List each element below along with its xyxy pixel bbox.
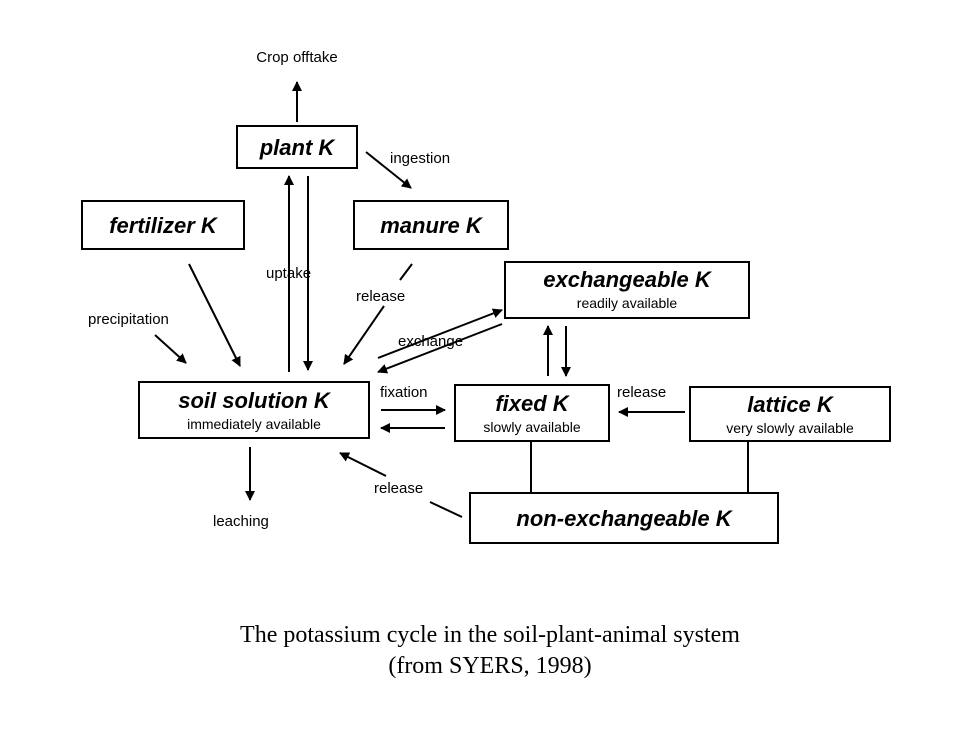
uptake-label: uptake	[266, 265, 311, 282]
precipitation-arrow	[154, 334, 187, 364]
nonexch-release-label: release	[374, 480, 423, 497]
manure-release-line-top	[399, 263, 413, 281]
ingestion-label: ingestion	[390, 150, 450, 167]
exchange-arrow-down	[377, 323, 503, 374]
soil-solution-k-title: soil solution K	[178, 388, 332, 413]
fixed-k-node: fixed K slowly available	[454, 384, 610, 442]
exchangeable-k-title: exchangeable K	[543, 267, 713, 292]
manure-k-node: manure K	[353, 200, 509, 250]
exchange-arrow-up	[377, 308, 503, 359]
caption-line-1: The potassium cycle in the soil-plant-an…	[240, 622, 740, 648]
fixation-label: fixation	[380, 384, 428, 401]
lattice-k-title: lattice K	[747, 392, 835, 417]
nonexch-release-arrow	[339, 452, 387, 477]
fixed-k-title: fixed K	[495, 391, 570, 416]
precipitation-label: precipitation	[88, 311, 169, 328]
fertilizer-arrow	[188, 263, 241, 367]
plant-k-title: plant K	[259, 135, 337, 160]
lattice-release-label: release	[617, 384, 666, 401]
lattice-k-subtitle: very slowly available	[726, 420, 854, 436]
fertilizer-k-node: fertilizer K	[81, 200, 245, 250]
non-exchangeable-k-title: non-exchangeable K	[516, 506, 733, 531]
manure-k-title: manure K	[380, 213, 484, 238]
exchangeable-k-node: exchangeable K readily available	[504, 261, 750, 319]
exchangeable-k-subtitle: readily available	[577, 295, 678, 311]
non-exchangeable-k-node: non-exchangeable K	[469, 492, 779, 544]
manure-release-arrow	[343, 305, 385, 365]
soil-solution-k-subtitle: immediately available	[187, 416, 321, 432]
manure-release-label: release	[356, 288, 405, 305]
caption-line-2: (from SYERS, 1998)	[388, 653, 591, 679]
fertilizer-k-title: fertilizer K	[109, 213, 219, 238]
nonexch-release-line	[429, 501, 463, 518]
plant-k-node: plant K	[236, 125, 358, 169]
fixed-k-subtitle: slowly available	[483, 419, 580, 435]
ingestion-arrow	[365, 151, 412, 189]
soil-solution-k-node: soil solution K immediately available	[138, 381, 370, 439]
crop-offtake-label: Crop offtake	[256, 49, 337, 66]
lattice-k-node: lattice K very slowly available	[689, 386, 891, 442]
leaching-label: leaching	[213, 513, 269, 530]
exchange-label: exchange	[398, 333, 463, 350]
